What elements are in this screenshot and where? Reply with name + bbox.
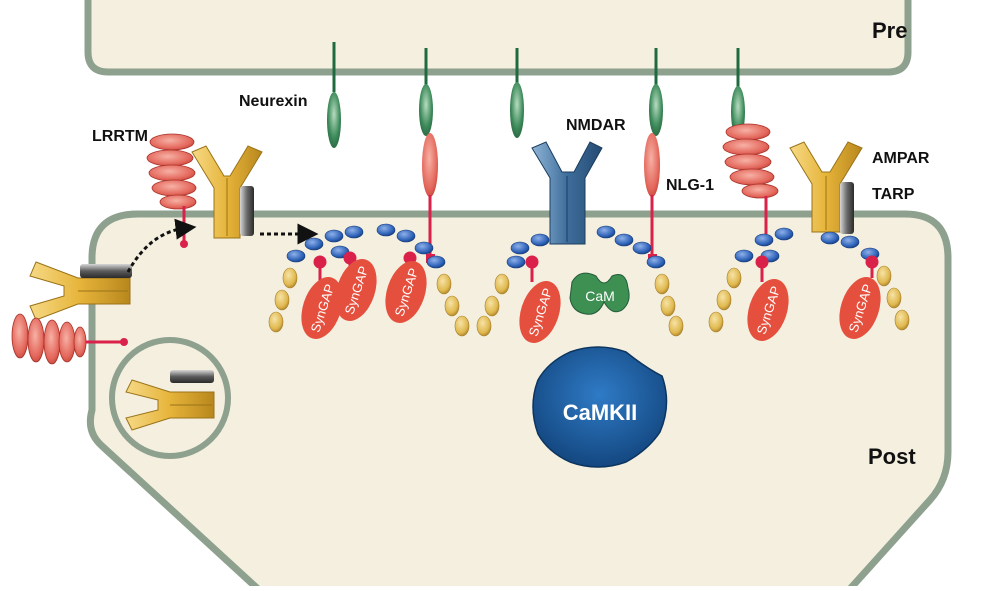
neurexin-molecule: [419, 48, 433, 136]
label-nmdar: NMDAR: [566, 117, 626, 134]
camkii-label: CaMKII: [563, 400, 638, 425]
psd95-scaffolds: [268, 223, 910, 337]
label-tarp: TARP: [872, 186, 915, 203]
syngap-molecule: SynGAP: [385, 261, 427, 323]
neurexin-molecule: [649, 48, 663, 136]
label-pre: Pre: [872, 18, 908, 43]
syngap-molecule: SynGAP: [335, 259, 377, 321]
ampar-surface-left: [191, 145, 263, 239]
lrrtm-synaptic: [722, 123, 779, 238]
neurexin-molecule: [510, 48, 524, 138]
cam-molecule: CaM: [569, 272, 630, 315]
ampar-vesicle: [125, 370, 215, 431]
camkii-holoenzyme: CaMKII: [532, 346, 668, 468]
label-post: Post: [868, 444, 916, 469]
lrrtm-lateral: [11, 313, 128, 365]
ampar-lateral: [29, 261, 132, 321]
nmdar-receptor: [531, 141, 603, 245]
presynaptic-terminal: [84, 0, 912, 76]
syngap-molecule: SynGAP: [519, 281, 561, 343]
neurexin-group: [327, 42, 745, 148]
syngap-molecule: SynGAP: [747, 279, 789, 341]
trafficking-arrow-insertion: [126, 218, 197, 273]
label-neurexin: Neurexin: [239, 93, 308, 110]
ampar-synaptic-right: [789, 141, 863, 234]
label-lrrtm: LRRTM: [92, 128, 148, 145]
syngap-molecule: SynGAP: [301, 277, 343, 339]
syngap-bodies: SynGAP SynGAP SynGAP SynGAP SynGAP SynGA…: [301, 259, 881, 343]
label-nlg1: NLG-1: [666, 177, 714, 194]
syngap-stems: [313, 251, 879, 282]
label-ampar: AMPAR: [872, 150, 930, 167]
cam-label: CaM: [585, 288, 615, 304]
syngap-molecule: SynGAP: [839, 277, 881, 339]
neurexin-molecule: [327, 42, 341, 148]
